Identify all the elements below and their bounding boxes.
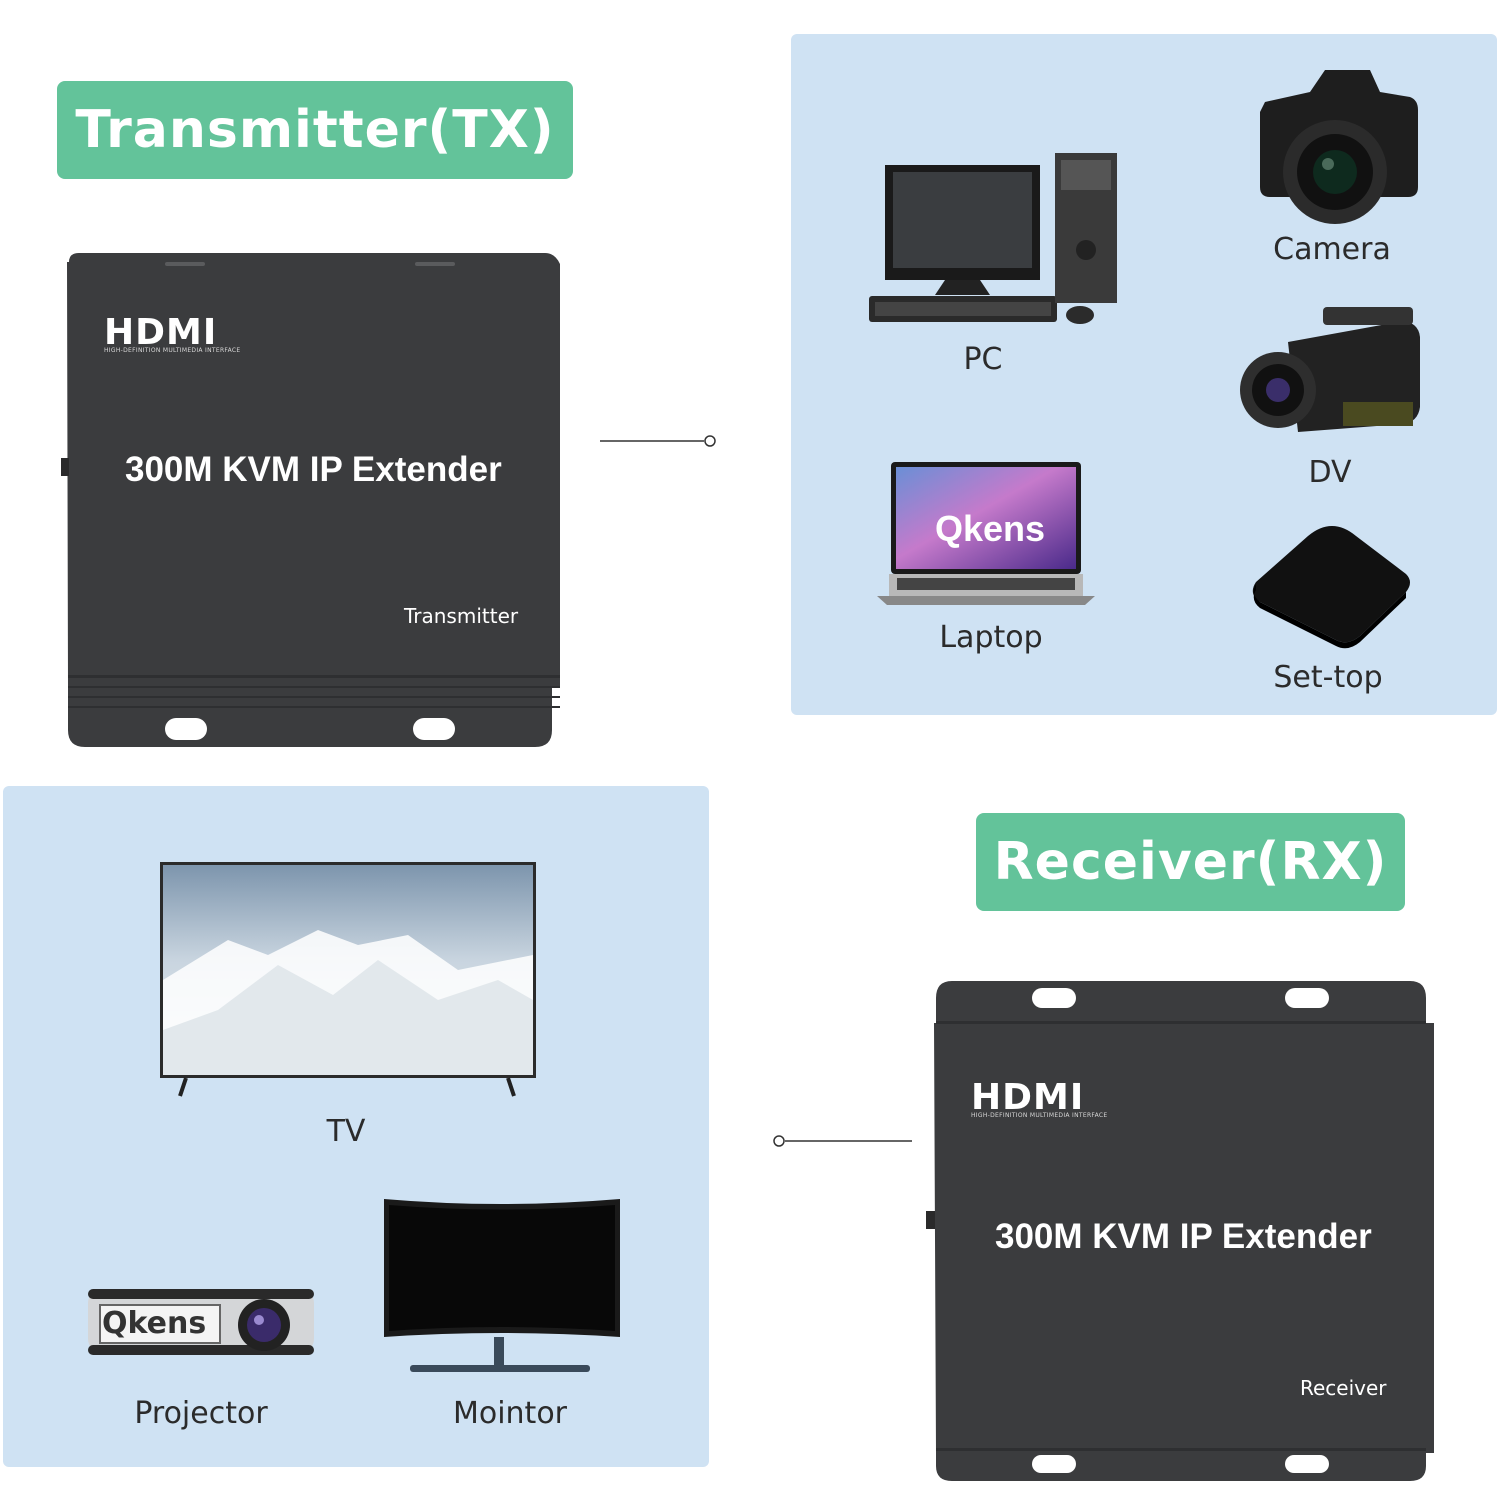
tv-label: TV — [326, 1114, 366, 1149]
transmitter-hdmi-tagline: HIGH-DEFINITION MULTIMEDIA INTERFACE — [104, 347, 241, 354]
transmitter-unit-label: Transmitter — [404, 604, 519, 628]
dv-icon — [1240, 307, 1420, 432]
tv-icon — [160, 862, 536, 1097]
laptop-screen-brand: Qkens — [935, 508, 1046, 549]
settop-icon — [1252, 526, 1410, 649]
receiver-product-title: 300M KVM IP Extender — [995, 1217, 1372, 1256]
laptop-label: Laptop — [939, 620, 1043, 655]
receiver-device-image — [926, 981, 1434, 1481]
transmitter-product-title: 300M KVM IP Extender — [125, 450, 502, 489]
transmitter-badge-label: Transmitter(TX) — [75, 100, 555, 160]
pc-icon — [869, 153, 1117, 324]
receiver-hdmi-tagline: HIGH-DEFINITION MULTIMEDIA INTERFACE — [971, 1112, 1108, 1119]
receiver-unit-label: Receiver — [1300, 1376, 1387, 1400]
projector-icon — [88, 1289, 314, 1355]
camera-label: Camera — [1273, 232, 1391, 267]
receiver-badge-label: Receiver(RX) — [993, 832, 1388, 892]
monitor-icon — [384, 1199, 620, 1372]
transmitter-badge: Transmitter(TX) — [57, 81, 573, 179]
transmitter-device-image — [61, 253, 560, 747]
receiver-hdmi-logo: HDMI — [971, 1077, 1085, 1118]
dv-label: DV — [1308, 455, 1352, 490]
camera-icon — [1260, 70, 1418, 224]
laptop-icon — [877, 462, 1095, 605]
tx-connector-line — [600, 435, 716, 447]
monitor-label: Mointor — [452, 1396, 568, 1431]
projector-brand: Qkens — [102, 1306, 207, 1341]
transmitter-hdmi-logo: HDMI — [104, 312, 218, 353]
pc-label: PC — [963, 342, 1003, 377]
projector-label: Projector — [134, 1396, 268, 1431]
rx-connector-line — [773, 1135, 912, 1147]
receiver-badge: Receiver(RX) — [976, 813, 1405, 911]
settop-label: Set-top — [1273, 660, 1383, 695]
